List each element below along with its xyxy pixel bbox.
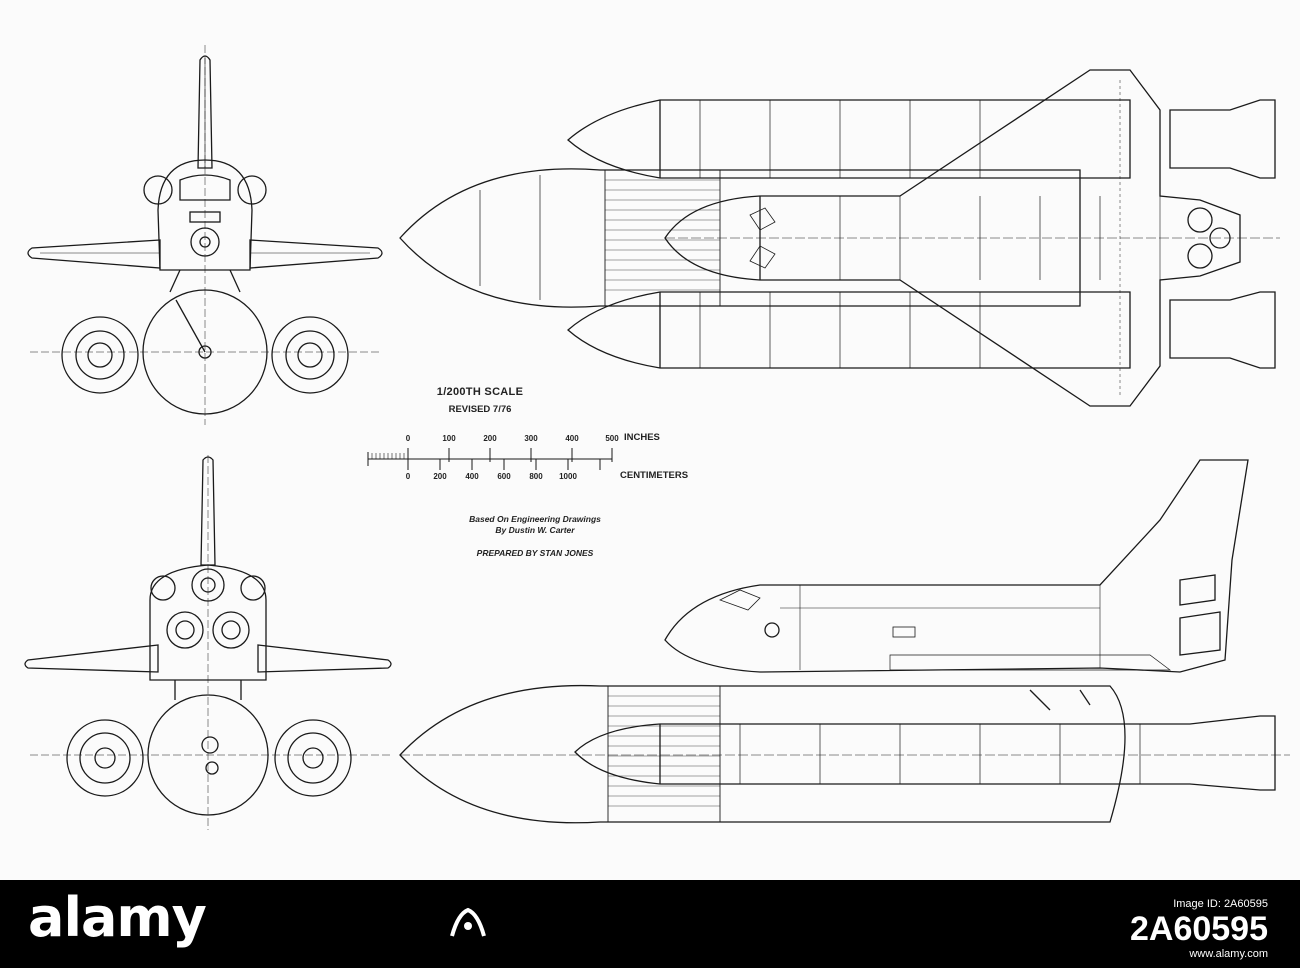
scale-revision: REVISED 7/76: [448, 404, 512, 415]
side-view: [399, 459, 1290, 824]
cm-tick: 0: [405, 472, 411, 481]
inch-tick: 300: [524, 434, 538, 443]
prepared-by: PREPARED BY STAN JONES: [476, 548, 594, 558]
rear-view: [24, 455, 392, 830]
cm-tick: 1000: [559, 472, 577, 481]
credit-line-2: By Dustin W. Carter: [495, 525, 575, 535]
inch-tick: 500: [605, 434, 619, 443]
cm-tick: 600: [497, 472, 511, 481]
brand-logo: alamy: [28, 886, 207, 949]
watermark-footer: alamy Image ID: 2A60595 2A60595 www.alam…: [0, 880, 1300, 968]
inch-tick: 100: [442, 434, 456, 443]
inch-tick: 0: [405, 434, 411, 443]
inch-tick: 200: [483, 434, 497, 443]
cm-tick: 200: [433, 472, 447, 481]
inch-tick: 400: [565, 434, 579, 443]
blueprint-drawing: 1/200TH SCALE REVISED 7/76 0 100 200 300…: [24, 45, 1290, 830]
image-id-label: Image ID: 2A60595: [1173, 898, 1268, 910]
centimeters-unit-label: CENTIMETERS: [620, 470, 689, 481]
cm-tick: 800: [529, 472, 543, 481]
inches-unit-label: INCHES: [624, 432, 660, 443]
cm-tick: 400: [465, 472, 479, 481]
credit-line-1: Based On Engineering Drawings: [469, 514, 601, 524]
scale-title: 1/200TH SCALE: [436, 386, 524, 398]
logo-mark-icon: [450, 907, 486, 937]
front-view: [27, 45, 383, 425]
image-id: 2A60595: [1129, 910, 1268, 948]
site-url: www.alamy.com: [1189, 948, 1268, 960]
plan-view: [399, 69, 1280, 407]
scale-bar: [367, 448, 613, 470]
shuttle-views-svg: [24, 45, 1290, 830]
